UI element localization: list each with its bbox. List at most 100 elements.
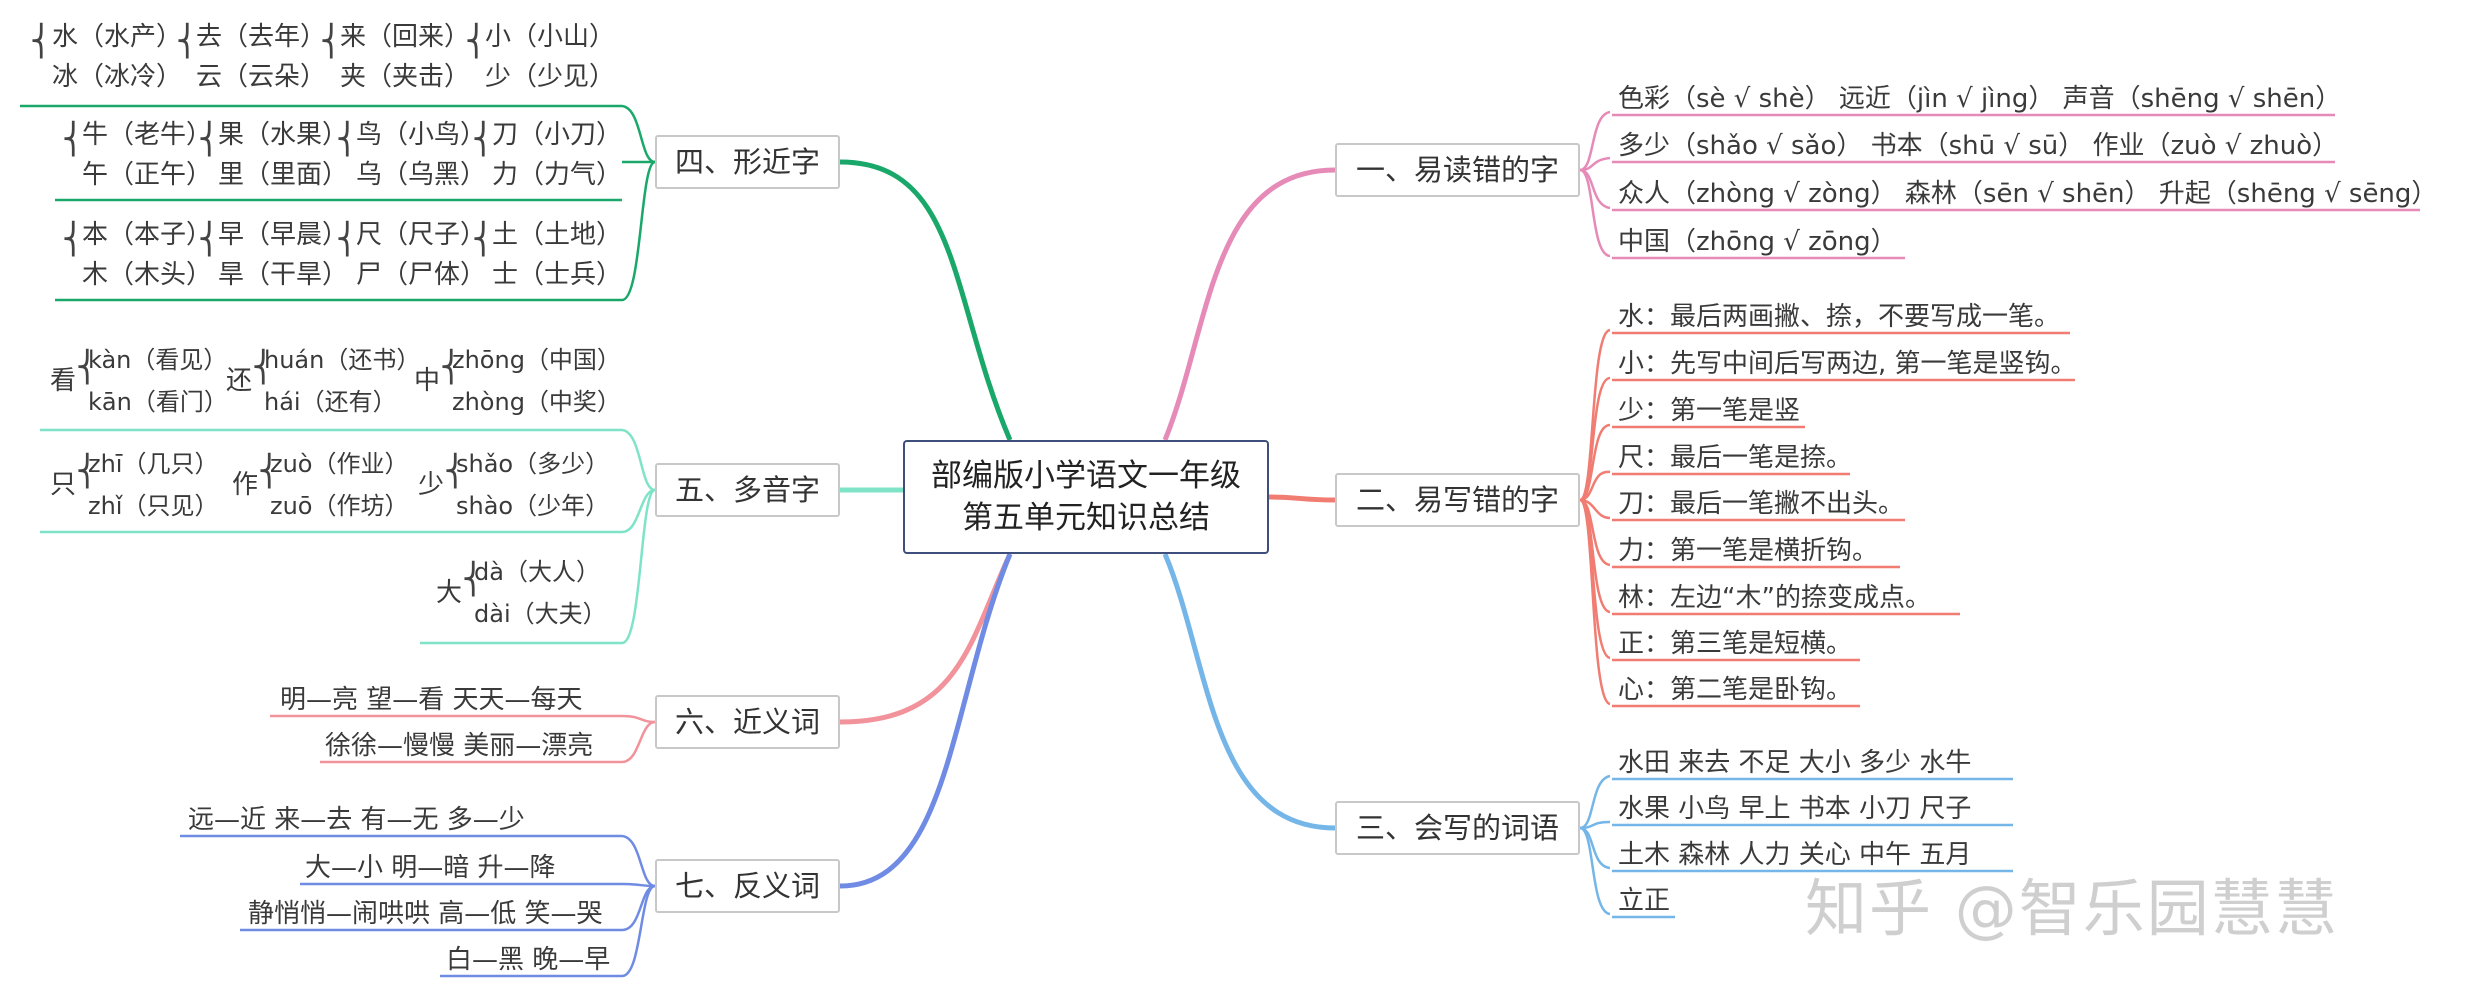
branch-b6-title: 六、近义词 bbox=[674, 705, 820, 739]
b5-reading: huán（还书） bbox=[264, 346, 421, 374]
brace: ⎨ bbox=[440, 350, 463, 385]
b4-pair: 夹（夹击） bbox=[340, 62, 471, 92]
brace: ⎨ bbox=[465, 24, 488, 59]
b5-reading: hái（还有） bbox=[264, 388, 397, 416]
center-title-line1: 部编版小学语文一年级 bbox=[931, 458, 1241, 494]
connector-b6 bbox=[839, 552, 1013, 725]
branch-b5[interactable]: 五、多音字 bbox=[655, 463, 840, 517]
branch-b4-title: 四、形近字 bbox=[674, 145, 820, 179]
branch-b4[interactable]: 四、形近字 bbox=[655, 135, 840, 189]
b4-pair: 尸（尸体） bbox=[356, 260, 487, 290]
b5-reading: zuò（作业） bbox=[270, 450, 409, 478]
brace: ⎨ bbox=[62, 222, 85, 257]
b4-pair: 土（土地） bbox=[492, 220, 623, 250]
branch-b1[interactable]: 一、易读错的字 bbox=[1335, 143, 1580, 197]
b7-links bbox=[180, 834, 656, 978]
branch-b7-title: 七、反义词 bbox=[674, 869, 820, 903]
b4-pair: 去（去年） bbox=[196, 22, 327, 52]
branch-b2-title: 二、易写错的字 bbox=[1355, 483, 1559, 517]
b2-item: 力：第一笔是横折钩。 bbox=[1618, 536, 1879, 566]
b5-reading: dà（大人） bbox=[474, 558, 600, 586]
brace: ⎨ bbox=[462, 562, 485, 597]
b1-links bbox=[1579, 110, 2420, 260]
b7-item: 远—近 来—去 有—无 多—少 bbox=[188, 805, 525, 835]
center-title-line2: 第五单元知识总结 bbox=[962, 500, 1210, 536]
brace: ⎨ bbox=[30, 24, 53, 59]
b3-item: 立正 bbox=[1618, 886, 1671, 916]
brace: ⎨ bbox=[198, 222, 221, 257]
b4-pair: 少（少见） bbox=[485, 62, 616, 92]
branch-b7[interactable]: 七、反义词 bbox=[655, 859, 840, 913]
b5-reading: dài（大夫） bbox=[474, 600, 607, 628]
b5-reading: shào（少年） bbox=[456, 492, 610, 520]
b5-char: 少 bbox=[418, 470, 445, 500]
b3-item: 土木 森林 人力 关心 中午 五月 bbox=[1618, 840, 1972, 870]
b5-reading: kàn（看见） bbox=[88, 346, 228, 374]
b3-item: 水田 来去 不足 大小 多少 水牛 bbox=[1618, 748, 1972, 778]
center-topic[interactable]: 部编版小学语文一年级 第五单元知识总结 bbox=[903, 440, 1269, 554]
b6-links bbox=[270, 714, 656, 764]
branch-b5-title: 五、多音字 bbox=[674, 473, 820, 507]
b4-pair: 力（力气） bbox=[492, 160, 623, 190]
branch-b1-title: 一、易读错的字 bbox=[1355, 153, 1559, 187]
b7-item: 大—小 明—暗 升—降 bbox=[305, 853, 556, 883]
branch-b2[interactable]: 二、易写错的字 bbox=[1335, 473, 1580, 527]
b5-char: 看 bbox=[50, 366, 77, 396]
b5-reading: kān（看门） bbox=[88, 388, 228, 416]
b5-links bbox=[40, 428, 656, 645]
b4-links bbox=[20, 104, 656, 302]
connector-b4 bbox=[839, 159, 1013, 441]
b4-pair: 尺（尺子） bbox=[356, 220, 487, 250]
b2-item: 林：左边“木”的捺变成点。 bbox=[1618, 583, 1931, 613]
branch-b6[interactable]: 六、近义词 bbox=[655, 695, 840, 749]
watermark: 知乎 @智乐园慧慧 bbox=[1805, 872, 2339, 945]
b5-char: 作 bbox=[232, 470, 259, 500]
b2-item: 心：第二笔是卧钩。 bbox=[1618, 675, 1853, 705]
b4-pair: 木（木头） bbox=[82, 260, 213, 290]
b2-item: 少：第一笔是竖 bbox=[1618, 396, 1801, 426]
brace: ⎨ bbox=[444, 454, 467, 489]
brace: ⎨ bbox=[472, 122, 495, 157]
brace: ⎨ bbox=[76, 350, 99, 385]
b4-pair: 刀（小刀） bbox=[492, 120, 623, 150]
b4-pair: 本（本子） bbox=[82, 220, 213, 250]
b4-pair: 云（云朵） bbox=[196, 62, 327, 92]
b3-links bbox=[1579, 774, 2013, 919]
b2-item: 水：最后两画撇、捺，不要写成一笔。 bbox=[1618, 302, 2061, 332]
b5-reading: zhòng（中奖） bbox=[452, 388, 621, 416]
b6-item: 明—亮 望—看 天天—每天 bbox=[280, 685, 583, 715]
b4-pair: 里（里面） bbox=[218, 160, 349, 190]
brace: ⎨ bbox=[76, 454, 99, 489]
branch-b3[interactable]: 三、会写的词语 bbox=[1335, 801, 1580, 855]
b4-pair: 小（小山） bbox=[485, 22, 616, 52]
b6-item: 徐徐—慢慢 美丽—漂亮 bbox=[325, 731, 594, 761]
b5-reading: zuō（作坊） bbox=[270, 492, 409, 520]
b2-item: 小：先写中间后写两边, 第一笔是竖钩。 bbox=[1618, 349, 2077, 379]
b7-item: 静悄悄—闹哄哄 高—低 笑—哭 bbox=[248, 899, 603, 929]
b5-char: 还 bbox=[226, 366, 253, 396]
brace: ⎨ bbox=[258, 454, 281, 489]
b4-pair: 旱（干旱） bbox=[218, 260, 349, 290]
b2-item: 刀：最后一笔撇不出头。 bbox=[1618, 489, 1905, 519]
b4-pair: 士（士兵） bbox=[492, 260, 623, 290]
b1-item: 中国（zhōng √ zōng） bbox=[1618, 227, 1897, 257]
brace: ⎨ bbox=[336, 222, 359, 257]
b4-pair: 早（早晨） bbox=[218, 220, 349, 250]
connector-b1 bbox=[1162, 167, 1336, 441]
b5-char: 中 bbox=[414, 366, 441, 396]
b4-pair: 牛（老牛） bbox=[82, 120, 213, 150]
brace: ⎨ bbox=[252, 350, 275, 385]
brace: ⎨ bbox=[320, 24, 343, 59]
b2-links bbox=[1578, 328, 2075, 708]
b7-item: 白—黑 晚—早 bbox=[446, 945, 611, 975]
b2-item: 正：第三笔是短横。 bbox=[1618, 629, 1853, 659]
b4-pair: 鸟（小鸟） bbox=[356, 120, 487, 150]
b1-item: 色彩（sè √ shè） 远近（jìn √ jìng） 声音（shēng √ s… bbox=[1618, 84, 2342, 114]
b1-item: 多少（shǎo √ sǎo） 书本（shū √ sū） 作业（zuò √ zhu… bbox=[1618, 131, 2339, 161]
b4-pair: 果（水果） bbox=[218, 120, 349, 150]
b4-pair: 午（正午） bbox=[82, 160, 213, 190]
b5-reading: zhǐ（只见） bbox=[88, 492, 219, 520]
brace: ⎨ bbox=[472, 222, 495, 257]
b5-reading: zhī（几只） bbox=[88, 450, 219, 478]
